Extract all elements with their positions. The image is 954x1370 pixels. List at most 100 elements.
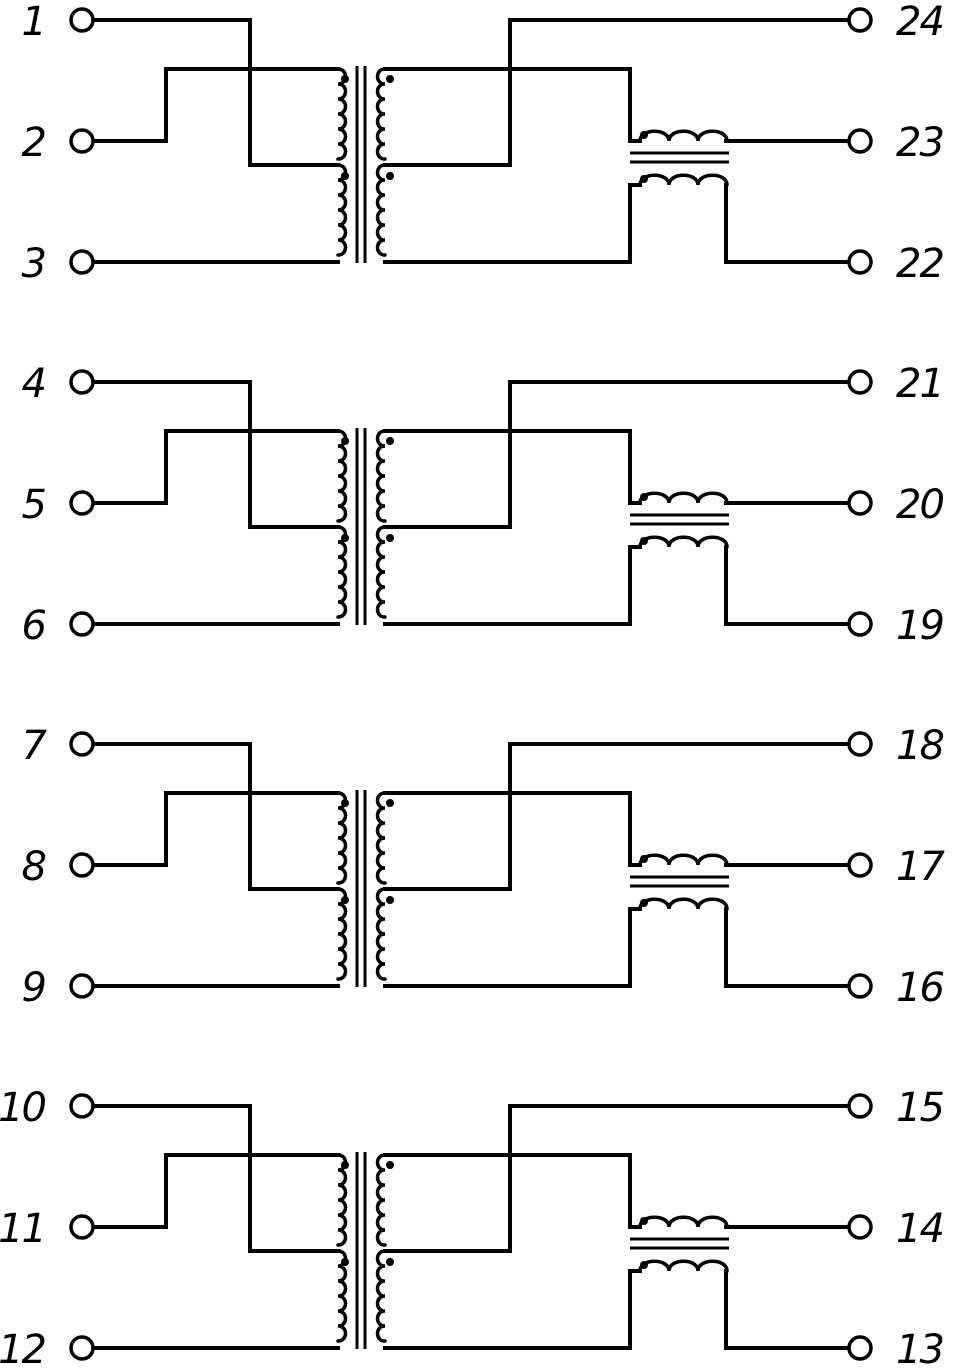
pin-label-right: 15 xyxy=(896,1085,943,1131)
pin-label-left: 6 xyxy=(22,603,46,649)
wire-choke-to-right-pin-c xyxy=(724,545,850,626)
choke-winding-top xyxy=(638,491,729,505)
pin-label-left: 4 xyxy=(22,361,45,407)
polarity-dot xyxy=(341,172,349,180)
polarity-dot xyxy=(341,437,349,445)
secondary-winding-upper xyxy=(375,791,387,885)
terminal-left xyxy=(69,1214,95,1240)
polarity-dot xyxy=(640,899,648,907)
terminal-left xyxy=(69,490,95,516)
polarity-dot xyxy=(386,534,394,542)
secondary-winding-lower xyxy=(375,1249,387,1343)
pin-label-right: 14 xyxy=(896,1206,943,1252)
polarity-dot xyxy=(640,1217,648,1225)
terminal-right xyxy=(847,490,873,516)
secondary-winding-upper xyxy=(375,67,387,161)
pin-label-right: 18 xyxy=(896,723,943,769)
wire-left-pin-a xyxy=(91,1104,340,1253)
terminal-right xyxy=(847,852,873,878)
polarity-dot xyxy=(640,855,648,863)
pin-label-left: 7 xyxy=(22,723,48,769)
polarity-dot xyxy=(386,437,394,445)
wire-right-bottom-to-choke xyxy=(383,545,632,626)
polarity-dot xyxy=(640,537,648,545)
pin-label-right: 20 xyxy=(896,482,943,528)
wire-choke-to-right-pin-c xyxy=(724,183,850,264)
terminal-right xyxy=(847,973,873,999)
primary-winding-upper xyxy=(336,67,348,161)
terminal-left xyxy=(69,128,95,154)
terminal-right xyxy=(847,1214,873,1240)
terminal-right xyxy=(847,731,873,757)
wire-right-center-tap xyxy=(383,1104,850,1253)
polarity-dot xyxy=(386,896,394,904)
wire-right-center-tap xyxy=(383,18,850,167)
terminal-right xyxy=(847,611,873,637)
wire-right-top-to-choke xyxy=(383,67,632,143)
choke-winding-bottom xyxy=(638,173,729,187)
polarity-dot xyxy=(341,75,349,83)
terminal-right xyxy=(847,128,873,154)
terminal-right xyxy=(847,369,873,395)
pin-label-left: 5 xyxy=(22,482,46,528)
secondary-winding-lower xyxy=(375,525,387,619)
terminal-left xyxy=(69,611,95,637)
pin-label-right: 21 xyxy=(896,361,943,407)
terminal-left xyxy=(69,731,95,757)
pin-label-right: 23 xyxy=(896,120,943,166)
terminal-left xyxy=(69,973,95,999)
choke-winding-bottom xyxy=(638,897,729,911)
secondary-winding-upper xyxy=(375,429,387,523)
terminal-right xyxy=(847,1335,873,1361)
wire-right-center-tap xyxy=(383,742,850,891)
pin-label-right: 13 xyxy=(896,1327,943,1370)
polarity-dot xyxy=(341,534,349,542)
pin-label-left: 9 xyxy=(22,965,45,1011)
pin-label-right: 24 xyxy=(896,0,943,45)
wire-right-bottom-to-choke xyxy=(383,1269,632,1350)
polarity-dot xyxy=(341,799,349,807)
pin-label-left: 3 xyxy=(22,241,45,287)
polarity-dot xyxy=(341,896,349,904)
primary-winding-upper xyxy=(336,791,348,885)
polarity-dot xyxy=(386,1258,394,1266)
choke-winding-top xyxy=(638,853,729,867)
channel-2: 4 21 5 20 6 19 xyxy=(22,361,946,649)
choke-winding-bottom xyxy=(638,1259,729,1273)
pin-label-left: 12 xyxy=(0,1327,45,1370)
wire-choke-to-right-pin-c xyxy=(724,1269,850,1350)
wire-right-top-to-choke xyxy=(383,429,632,505)
secondary-winding-lower xyxy=(375,887,387,981)
polarity-dot xyxy=(341,1161,349,1169)
polarity-dot xyxy=(640,1261,648,1269)
pin-label-left: 10 xyxy=(0,1085,46,1131)
pin-label-right: 22 xyxy=(896,241,943,287)
terminal-right xyxy=(847,249,873,275)
secondary-winding-lower xyxy=(375,163,387,257)
polarity-dot xyxy=(640,131,648,139)
pin-label-right: 17 xyxy=(896,844,945,890)
terminal-left xyxy=(69,852,95,878)
choke-winding-top xyxy=(638,1215,729,1229)
terminal-left xyxy=(69,1335,95,1361)
pin-label-right: 16 xyxy=(896,965,943,1011)
wire-left-pin-b xyxy=(91,429,340,505)
polarity-dot xyxy=(640,175,648,183)
wire-left-pin-b xyxy=(91,67,340,143)
polarity-dot xyxy=(386,799,394,807)
channel-4: 10 15 11 14 12 13 xyxy=(0,1085,945,1370)
wire-left-pin-a xyxy=(91,18,340,167)
polarity-dot xyxy=(386,75,394,83)
terminal-left xyxy=(69,7,95,33)
wire-left-pin-a xyxy=(91,742,340,891)
terminal-left xyxy=(69,369,95,395)
terminal-right xyxy=(847,7,873,33)
primary-winding-lower xyxy=(336,525,348,619)
pin-label-left: 11 xyxy=(0,1206,45,1252)
primary-winding-lower xyxy=(336,1249,348,1343)
polarity-dot xyxy=(386,1161,394,1169)
pin-label-right: 19 xyxy=(896,603,943,649)
polarity-dot xyxy=(386,172,394,180)
